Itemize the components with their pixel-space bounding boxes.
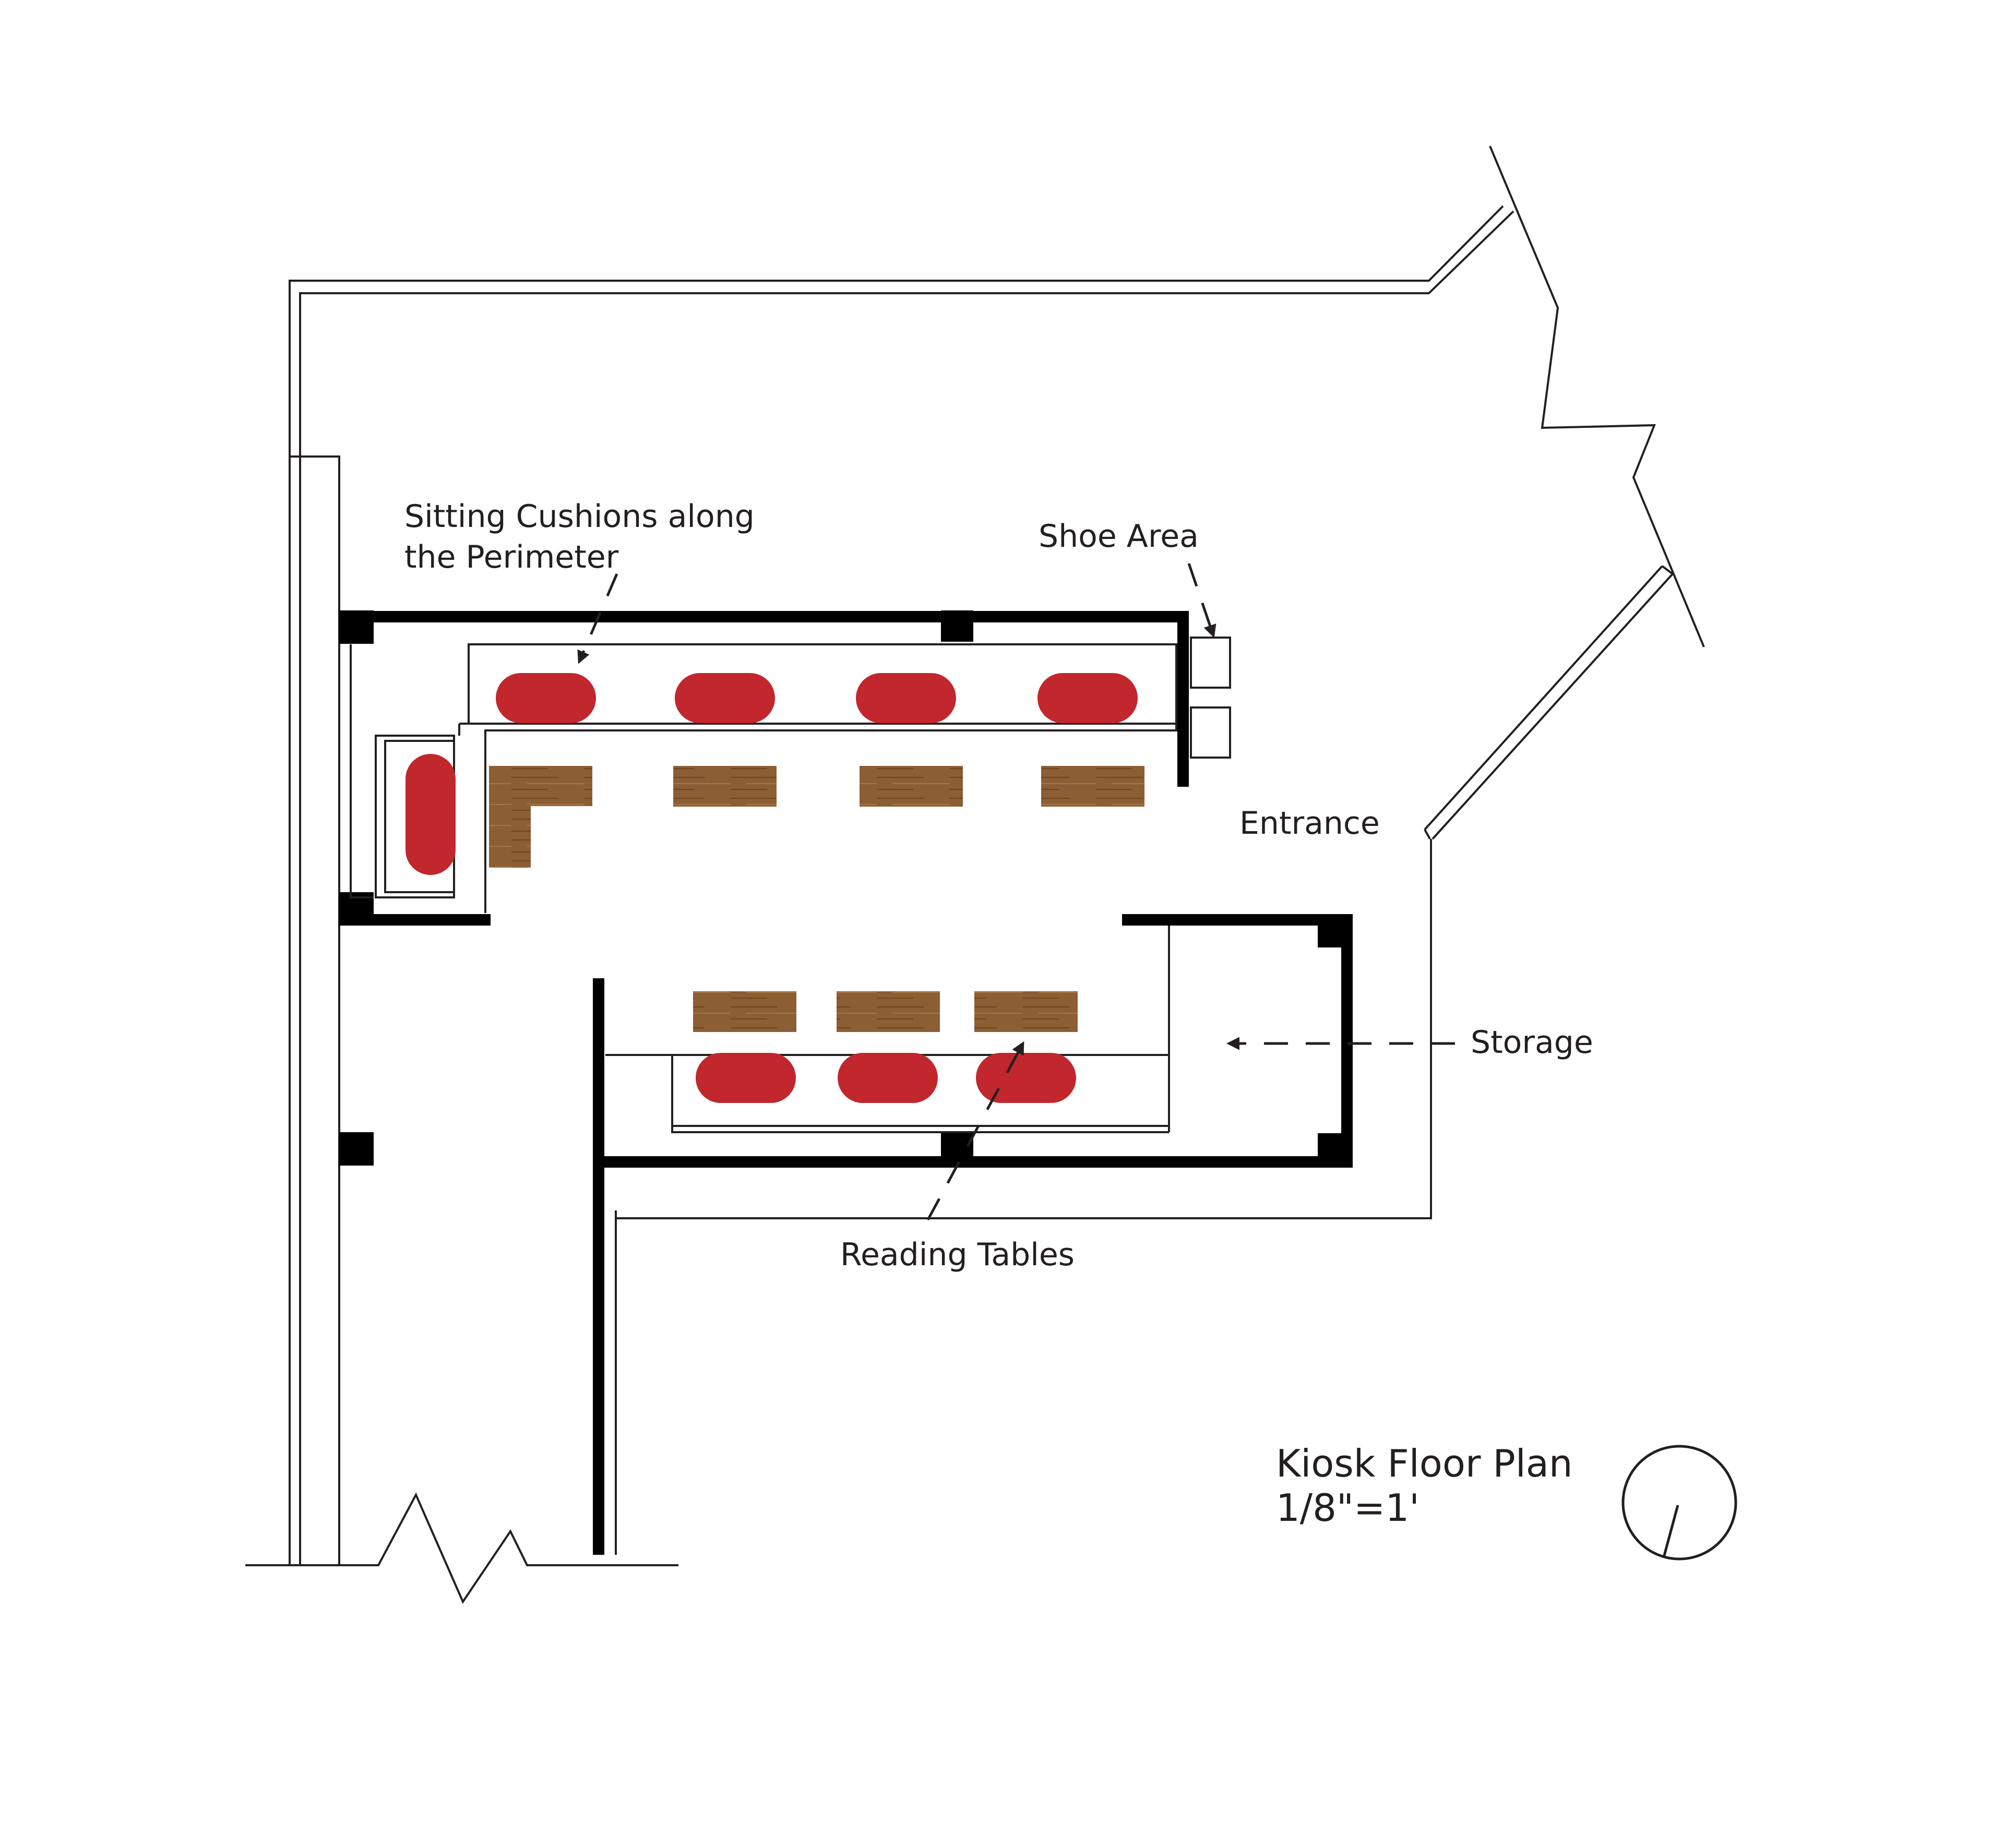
reading-table [974, 991, 1078, 1032]
reading-tables-label: Reading Tables [840, 1237, 1075, 1273]
shoe-area-label: Shoe Area [1039, 518, 1199, 555]
cushions-label-line1: Sitting Cushions along [404, 498, 755, 535]
reading-tables [489, 766, 1144, 1032]
entrance-label: Entrance [1239, 805, 1380, 842]
reading-table [489, 766, 592, 868]
reading-table [693, 991, 796, 1032]
reading-table [673, 766, 777, 807]
cushion [405, 754, 456, 875]
cushion [1037, 673, 1138, 723]
cushion [696, 1053, 796, 1103]
cushion [976, 1053, 1076, 1103]
lower-room-walls [593, 914, 1353, 1555]
cushions-label-line2: the Perimeter [404, 539, 619, 575]
reading-table [860, 766, 963, 807]
plan-scale: 1/8"=1' [1276, 1486, 1420, 1530]
building-outline [245, 146, 1705, 1604]
reading-table [837, 991, 940, 1032]
north-arrow-icon [1621, 1445, 1737, 1561]
cushion [496, 673, 596, 723]
leader-lines [577, 563, 1455, 1221]
labels: Sitting Cushions along the Perimeter Sho… [404, 498, 1593, 1530]
storage-label: Storage [1471, 1024, 1593, 1061]
plan-title: Kiosk Floor Plan [1276, 1442, 1573, 1485]
reading-table [1041, 766, 1144, 807]
shoe-area-shelves [1190, 637, 1231, 759]
cushion [856, 673, 956, 723]
cushion [675, 673, 775, 723]
cushion [838, 1053, 938, 1103]
sitting-cushions [405, 673, 1138, 1103]
